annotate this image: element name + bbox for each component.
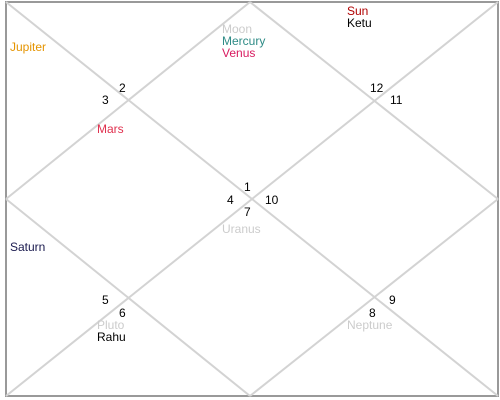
planet-label-neptune: Neptune [347,318,393,332]
planet-label-saturn: Saturn [10,240,46,254]
house-number-1: 1 [244,180,251,194]
house-number-12: 12 [370,81,384,95]
house-number-2: 2 [119,81,126,95]
house-number-5: 5 [102,293,109,307]
planet-label-mars: Mars [97,122,124,136]
house-number-10: 10 [265,193,279,207]
planet-label-uranus: Uranus [222,222,261,236]
house-number-11: 11 [390,93,403,107]
diamond-line-bottom-right [249,198,499,397]
house-number-9: 9 [389,293,396,307]
house-number-7: 7 [244,205,251,219]
house-number-3: 3 [102,93,109,107]
planet-label-venus: Venus [222,46,256,60]
planet-label-pluto: Pluto [97,318,125,332]
diagonal-line-main-2 [5,1,499,397]
planet-label-jupiter: Jupiter [10,40,47,54]
planet-label-moon: Moon [222,22,253,36]
diamond-line-top-left [5,1,251,200]
house-number-8: 8 [369,306,376,320]
planet-label-mercury: Mercury [222,34,266,48]
house-number-4: 4 [227,193,234,207]
diamond-line-top-right [249,1,499,200]
diamond-line-bottom-left [5,198,251,397]
planet-label-ketu: Ketu [347,16,372,30]
planet-label-rahu: Rahu [97,330,126,344]
planet-label-sun: Sun [347,4,369,18]
house-number-6: 6 [119,306,126,320]
